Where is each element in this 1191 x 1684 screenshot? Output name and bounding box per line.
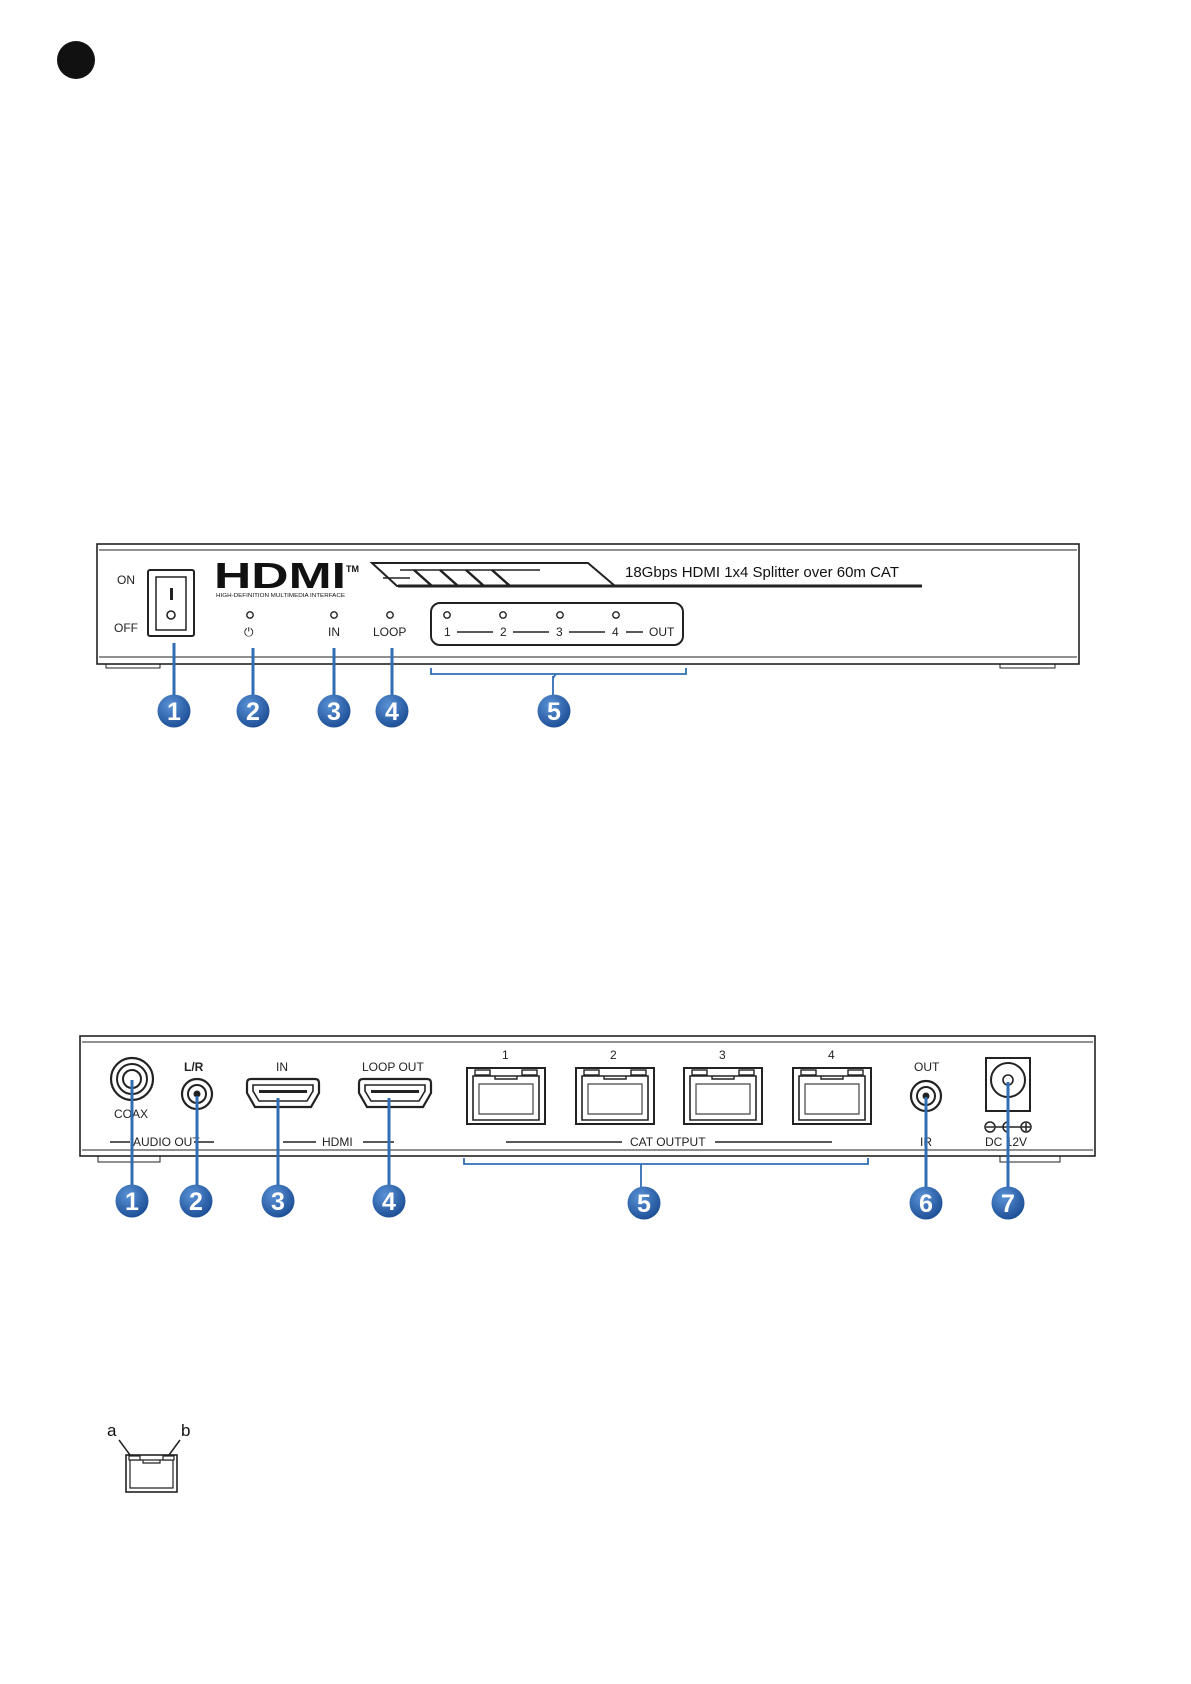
out-led-group: 1 2 3 4 OUT xyxy=(431,603,683,645)
out-num-3: 3 xyxy=(556,625,563,639)
led-b-label: b xyxy=(181,1421,190,1440)
rear-callout-1: 1 xyxy=(116,1185,149,1218)
switch-on-label: ON xyxy=(117,573,135,587)
out-label: OUT xyxy=(649,625,675,639)
out-num-2: 2 xyxy=(500,625,507,639)
power-switch[interactable] xyxy=(148,570,194,636)
front-callout-5: 5 xyxy=(538,695,571,728)
hdmi-in-port[interactable] xyxy=(247,1079,319,1107)
section-bullet xyxy=(57,41,95,79)
hdmi-loop-out-port[interactable] xyxy=(359,1079,431,1107)
rear-callout-5: 5 xyxy=(628,1187,661,1220)
rj45-led-legend: a b xyxy=(107,1421,190,1492)
cat-output-port-3[interactable] xyxy=(684,1068,762,1124)
ir-out-label: OUT xyxy=(914,1060,940,1074)
led-a-label: a xyxy=(107,1421,117,1440)
power-symbol: ⏻ xyxy=(244,625,254,639)
rear-callout-4-num: 4 xyxy=(382,1188,396,1216)
rear-callout-7-num: 7 xyxy=(1001,1190,1015,1218)
in-led-label: IN xyxy=(328,625,340,639)
cat-num-2: 2 xyxy=(610,1048,617,1062)
front-callout-1-num: 1 xyxy=(167,698,181,726)
switch-off-label: OFF xyxy=(114,621,138,635)
rear-callout-2-num: 2 xyxy=(189,1188,203,1216)
hdmi-logo-text: HDMI xyxy=(214,555,346,596)
cat-num-3: 3 xyxy=(719,1048,726,1062)
rear-callout-1-num: 1 xyxy=(125,1188,139,1216)
front-callout-2-num: 2 xyxy=(246,698,260,726)
cat-output-port-2[interactable] xyxy=(576,1068,654,1124)
hdmi-logo: HDMI TM HIGH-DEFINITION MULTIMEDIA INTER… xyxy=(214,555,359,599)
switch-on-mark xyxy=(170,588,173,600)
rear-callout-6: 6 xyxy=(910,1187,943,1220)
front-callout-4: 4 xyxy=(376,695,409,728)
front-callout-4-num: 4 xyxy=(385,698,399,726)
rear-callout-7: 7 xyxy=(992,1187,1025,1220)
hdmi-in-label: IN xyxy=(276,1060,288,1074)
hdmi-logo-subtitle: HIGH-DEFINITION MULTIMEDIA INTERFACE xyxy=(216,593,345,599)
product-title: 18Gbps HDMI 1x4 Splitter over 60m CAT xyxy=(625,564,899,581)
rear-callout-6-num: 6 xyxy=(919,1190,933,1218)
dc-label: DC 12V xyxy=(985,1135,1027,1149)
out-num-1: 1 xyxy=(444,625,451,639)
cat-output-label: CAT OUTPUT xyxy=(630,1135,706,1149)
rj45-legend-port xyxy=(126,1455,177,1492)
lr-label: L/R xyxy=(184,1060,204,1074)
audio-out-label: AUDIO OUT xyxy=(133,1135,200,1149)
cat-num-1: 1 xyxy=(502,1048,509,1062)
hdmi-logo-tm: TM xyxy=(346,564,359,574)
cat-output-port-1[interactable] xyxy=(467,1068,545,1124)
rear-callout-4: 4 xyxy=(373,1185,406,1218)
rear-panel: COAX L/R AUDIO OUT IN LOOP OUT HDMI 1 2 … xyxy=(80,1036,1095,1220)
loop-out-label: LOOP OUT xyxy=(362,1060,424,1074)
cat-output-port-4[interactable] xyxy=(793,1068,871,1124)
front-callout-1: 1 xyxy=(158,695,191,728)
rear-callout-2: 2 xyxy=(180,1185,213,1218)
cat-num-4: 4 xyxy=(828,1048,835,1062)
front-callout-5-num: 5 xyxy=(547,698,561,726)
front-callout-2: 2 xyxy=(237,695,270,728)
front-callout-3-num: 3 xyxy=(327,698,341,726)
front-callout-3: 3 xyxy=(318,695,351,728)
rear-callout-5-num: 5 xyxy=(637,1190,651,1218)
hdmi-label: HDMI xyxy=(322,1135,353,1149)
front-panel: ON OFF HDMI TM HIGH-DEFINITION MULTIMEDI… xyxy=(97,544,1079,728)
loop-led-label: LOOP xyxy=(373,625,406,639)
rear-callout-3: 3 xyxy=(262,1185,295,1218)
rear-callout-3-num: 3 xyxy=(271,1188,285,1216)
out-num-4: 4 xyxy=(612,625,619,639)
